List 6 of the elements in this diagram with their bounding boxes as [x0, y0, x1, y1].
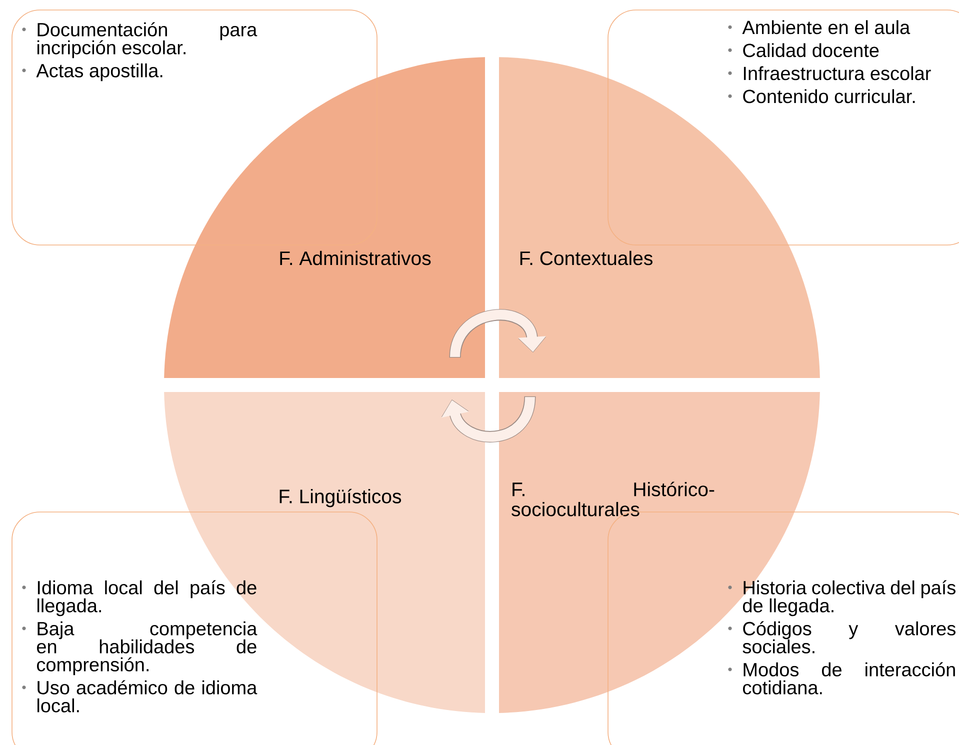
- cycle-arrow: [441, 396, 536, 442]
- bullet-box: Idioma local del país de llegada. Baja competencia en habilidades de comprensión. Uso académico de idioma local.: [12, 512, 378, 745]
- bullet-box: Ambiente en el aula Calidad docente Infraestructura escolar Contenido curricular.: [608, 10, 959, 246]
- quadrant: F. Administrativos: [164, 57, 485, 378]
- bullet-box: Documentación para incripción escolar. Actas apostilla.: [12, 10, 378, 246]
- cycle-arrow: [449, 309, 546, 358]
